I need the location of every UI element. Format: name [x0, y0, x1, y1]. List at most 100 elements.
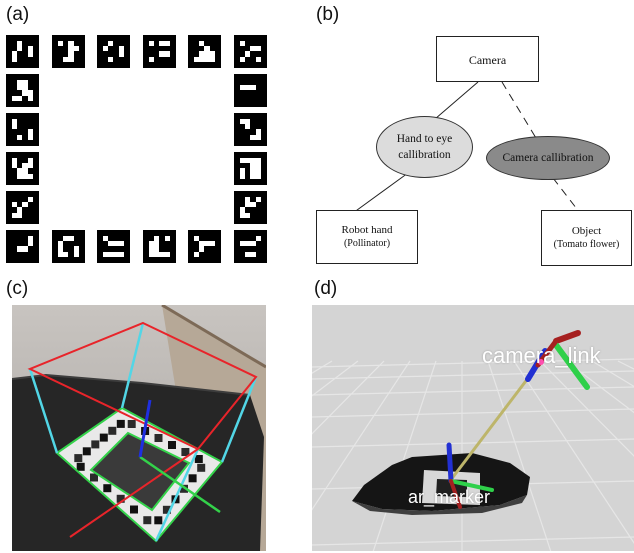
marker-board-center	[91, 433, 189, 510]
aruco-cell	[209, 51, 216, 57]
grid-line	[312, 438, 634, 448]
aruco-cell	[153, 240, 160, 247]
aruco-cell	[148, 246, 154, 252]
connector-handeye-robot	[352, 172, 409, 214]
aruco-cell	[57, 240, 63, 247]
aruco-cell	[16, 40, 23, 46]
aruco-marker	[188, 35, 221, 68]
board-marker-square	[130, 505, 138, 514]
aruco-cell	[198, 240, 205, 247]
grid-line	[312, 360, 411, 511]
aruco-cell	[250, 162, 256, 169]
grid-line	[312, 386, 634, 396]
board-marker-square	[116, 494, 125, 503]
aruco-marker	[97, 230, 130, 263]
grid-line	[487, 360, 552, 551]
aruco-cell	[250, 134, 256, 141]
aruco-cell	[73, 251, 80, 258]
aruco-cell	[73, 45, 80, 52]
aruco-marker	[6, 74, 39, 107]
grid-line	[513, 360, 634, 544]
board-marker-square	[74, 454, 83, 463]
aruco-cell	[27, 240, 34, 247]
aruco-cell	[193, 56, 199, 63]
board-inner-border	[89, 431, 191, 512]
aruco-cell	[255, 157, 262, 163]
aruco-cell	[22, 90, 28, 96]
aruco-marker	[234, 152, 267, 185]
board-marker-square	[82, 447, 91, 456]
aruco-cell	[204, 56, 210, 63]
aruco-cell	[11, 95, 17, 102]
rviz-3d-view: camera_link ar_marker	[312, 305, 634, 551]
board-marker-square	[127, 420, 136, 428]
aruco-cell	[11, 123, 17, 130]
aruco-cell	[16, 79, 23, 85]
ground-grid	[312, 358, 634, 551]
object-label: Object	[571, 225, 602, 237]
axis-green-line	[139, 455, 221, 514]
robot-hand-node: Robot hand (Pollinator)	[316, 210, 418, 264]
board-marker-square	[90, 473, 98, 482]
aruco-cell	[250, 45, 256, 52]
aruco-cell	[250, 251, 256, 258]
panel-label-d: (d)	[314, 278, 338, 299]
aruco-marker	[143, 35, 176, 68]
aruco-cell	[27, 173, 34, 180]
aruco-cell	[113, 240, 119, 247]
aruco-cell	[118, 251, 125, 258]
aruco-cell	[27, 95, 34, 102]
panel-label-b: (b)	[316, 4, 340, 25]
board-marker-square	[197, 463, 206, 472]
aruco-cell	[239, 173, 245, 180]
aruco-cell	[159, 40, 165, 46]
board-marker-square	[143, 516, 152, 525]
aruco-cell	[148, 240, 154, 247]
aruco-cell	[255, 168, 262, 174]
aruco-cell	[193, 235, 199, 241]
aruco-cell	[239, 118, 245, 124]
board-marker-square	[188, 474, 197, 483]
grid-line	[312, 360, 359, 397]
aruco-cell	[255, 56, 262, 63]
aruco-cell	[255, 196, 262, 202]
hand-to-eye-line2: callibration	[398, 149, 451, 161]
camera-node-label: Camera	[468, 53, 507, 67]
aruco-cell	[244, 212, 251, 219]
aruco-cell	[250, 168, 256, 174]
calibration-diagram: Camera Hand to eye callibration Camera c…	[308, 28, 634, 268]
aruco-cell	[27, 45, 34, 52]
axis-red-line	[69, 448, 199, 538]
connector-camera-cameracal	[501, 81, 537, 139]
aruco-cell	[27, 51, 34, 57]
aruco-cell	[16, 95, 23, 102]
aruco-cell	[11, 201, 17, 208]
pyramid-edge-1	[120, 322, 145, 409]
aruco-cell	[57, 251, 63, 258]
camera-calibration-node: Camera callibration	[486, 136, 610, 180]
board-marker-square	[116, 419, 125, 428]
aruco-cell	[244, 240, 251, 247]
grid-line	[312, 360, 385, 435]
hand-to-eye-line1: Hand to eye	[396, 133, 453, 145]
aruco-cell	[107, 56, 114, 63]
aruco-cell	[255, 162, 262, 169]
aruco-cell	[68, 51, 74, 57]
aruco-cell	[164, 235, 171, 241]
aruco-cell	[244, 157, 251, 163]
aruco-cell	[148, 251, 154, 258]
aruco-cell	[27, 90, 34, 96]
aruco-cell	[16, 212, 23, 219]
camera-calibration-label: Camera callibration	[502, 152, 594, 164]
aruco-cell	[62, 235, 69, 241]
aruco-cell	[113, 251, 119, 258]
table-edge-highlight	[12, 373, 251, 396]
aruco-cell	[148, 56, 154, 63]
panel-label-c: (c)	[6, 278, 29, 299]
aruco-cell	[16, 168, 23, 174]
aruco-cell	[107, 40, 114, 46]
aruco-cell	[22, 246, 28, 252]
aruco-marker	[6, 35, 39, 68]
hand-to-eye-calibration-node: Hand to eye callibration	[376, 116, 473, 178]
aruco-cell	[239, 84, 245, 91]
